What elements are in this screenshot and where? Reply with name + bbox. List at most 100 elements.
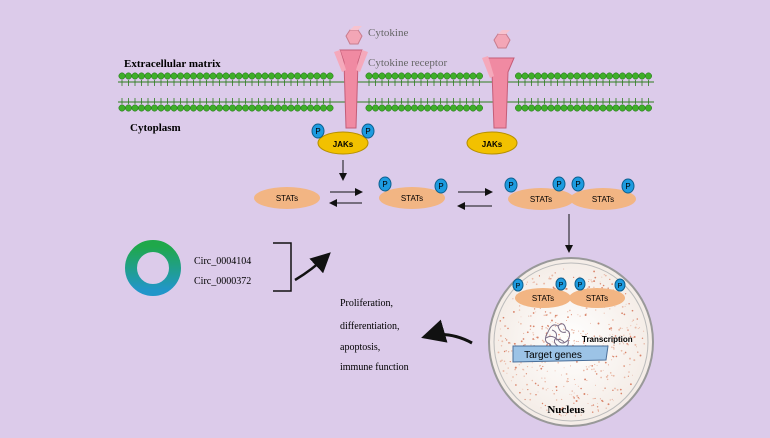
phospholipid-head [430, 72, 438, 80]
phospholipid-head [229, 72, 236, 80]
phospholipid-head [437, 72, 444, 80]
phospholipid-head [281, 72, 288, 80]
phospholipid-head [313, 72, 321, 80]
phospholipid-head [593, 72, 600, 80]
phospholipid-head [157, 72, 165, 80]
phospholipid-head [287, 104, 295, 112]
phospholipid-head [216, 104, 223, 112]
phospholipid-head [203, 72, 210, 80]
phospholipid-head [203, 104, 210, 112]
phospholipid-head [131, 72, 139, 80]
phospholipid-head [138, 104, 145, 112]
phospholipid-head [255, 104, 262, 112]
phospholipid-head [372, 104, 379, 112]
phospholipid-head [554, 72, 561, 80]
phospholipid-head [164, 104, 171, 112]
svg-text:JAKs: JAKs [482, 140, 503, 149]
phosphate-icon: P [378, 176, 392, 192]
phospholipid-head [287, 72, 295, 80]
phospholipid-head [437, 104, 444, 112]
circ-0000372-label: Circ_0000372 [194, 276, 251, 287]
phospholipid-head [391, 104, 399, 112]
phospholipid-head [417, 72, 425, 80]
phospholipid-head [177, 72, 184, 80]
phospholipid-head [385, 72, 392, 80]
phospholipid-head [190, 104, 197, 112]
cytokine-receptor-right [482, 56, 515, 129]
phospholipid-head [534, 72, 542, 80]
regulation-arrow [294, 252, 331, 282]
svg-text:P: P [578, 282, 583, 289]
svg-text:STATs: STATs [401, 194, 423, 203]
phosphate-icon: P [504, 177, 518, 193]
phospholipid-head [183, 104, 191, 112]
jak-left: JAKs [317, 131, 369, 155]
phospholipid-head [619, 104, 626, 112]
phospholipid-head [417, 104, 425, 112]
phospholipid-head [411, 104, 418, 112]
svg-text:P: P [559, 282, 564, 289]
phospholipid-head [632, 104, 639, 112]
phospholipid-head [541, 104, 548, 112]
phospholipid-head [242, 72, 249, 80]
phospholipid-head [242, 104, 249, 112]
phospholipid-head [164, 72, 171, 80]
phospholipid-head [281, 104, 288, 112]
svg-text:STATs: STATs [586, 294, 608, 303]
phospholipid-head [547, 104, 555, 112]
phospholipid-head [424, 104, 431, 112]
phospholipid-head [222, 104, 230, 112]
phospholipid-head [196, 72, 204, 80]
phospholipid-head [190, 72, 197, 80]
phospholipid-head [125, 72, 132, 80]
phospholipid-head [541, 72, 548, 80]
phospholipid-head [580, 72, 587, 80]
phospholipid-head [248, 72, 256, 80]
svg-text:STATs: STATs [530, 195, 552, 204]
phospholipid-head [463, 104, 470, 112]
svg-text:Target genes: Target genes [524, 350, 582, 361]
phospholipid-head [313, 104, 321, 112]
phospholipid-head [593, 104, 600, 112]
svg-text:P: P [382, 180, 387, 189]
phospholipid-head [599, 72, 607, 80]
phospholipid-head [586, 72, 594, 80]
phospholipid-head [372, 72, 379, 80]
phospholipid-head [307, 72, 314, 80]
phospholipid-head [638, 104, 646, 112]
phospholipid-head [151, 104, 158, 112]
stat-dimer: STATs STATs [508, 188, 636, 210]
phospholipid-head [378, 72, 386, 80]
phosphate-icon: P [512, 278, 524, 292]
phospholipid-head [300, 104, 308, 112]
phospholipid-head [547, 72, 555, 80]
svg-text:P: P [575, 180, 580, 189]
phospholipid-head [521, 104, 529, 112]
svg-text:P: P [508, 181, 513, 190]
phospholipid-head [463, 72, 470, 80]
transcription-label: Transcription [582, 335, 633, 344]
phospholipid-head [294, 72, 301, 80]
phospholipid-head [404, 72, 412, 80]
phospholipid-head [560, 104, 568, 112]
svg-text:JAKs: JAKs [333, 140, 354, 149]
phosphate-icon: P [555, 277, 567, 291]
phospholipid-head [411, 72, 418, 80]
phospholipid-head [320, 104, 327, 112]
phospholipid-head [222, 72, 230, 80]
cytokine-icon [345, 26, 363, 45]
phospholipid-head [398, 72, 405, 80]
phospholipid-head [125, 104, 132, 112]
phospholipid-head [560, 72, 568, 80]
svg-text:P: P [516, 283, 521, 290]
cytokine-icon [493, 30, 511, 49]
phospholipid-head [268, 104, 275, 112]
phospholipid-head [320, 72, 327, 80]
phospholipid-head [515, 104, 522, 112]
phospholipid-head [326, 104, 334, 112]
phospholipid-head [599, 104, 607, 112]
phospholipid-head [248, 104, 256, 112]
circrna-ring-icon [125, 240, 181, 296]
phospholipid-head [170, 72, 178, 80]
phospholipid-head [606, 104, 613, 112]
